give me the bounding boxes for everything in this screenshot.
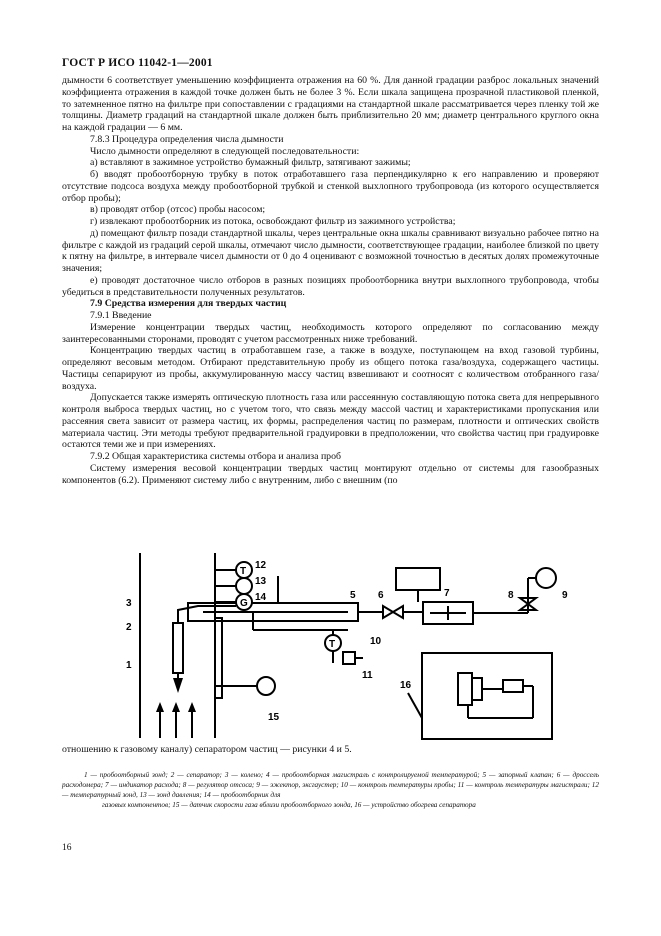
paragraph: Концентрацию твердых частиц в отработавш…: [62, 345, 599, 392]
label-12: 12: [255, 560, 267, 571]
paragraph: Систему измерения весовой концентрации т…: [62, 462, 599, 486]
paragraph: 7.9.1 Введение: [90, 310, 152, 321]
label-16: 16: [400, 680, 412, 691]
paragraph: г) извлекают пробоотборник из потока, ос…: [90, 216, 456, 227]
label-8: 8: [508, 590, 514, 601]
temperature-sensor-icon: [324, 634, 342, 652]
label-g-num: 14: [255, 592, 267, 603]
legend-line: газовых компонентов; 15 — датчик скорост…: [102, 801, 476, 809]
paragraph: е) проводят достаточное число отборов в …: [62, 274, 599, 298]
paragraph: Допускается также измерять оптическую пл…: [62, 392, 599, 451]
separator-heater: [421, 652, 553, 740]
pressure-probe-icon: [235, 577, 253, 595]
label-g: G: [240, 598, 248, 609]
paragraph: д) помещают фильтр позади стандартной шк…: [62, 227, 599, 274]
gauge-icon: [235, 593, 253, 611]
paragraph: 7.9.2 Общая характеристика системы отбор…: [90, 451, 341, 462]
figure-legend: 1 — пробоотборный зонд; 2 — сепаратор; 3…: [62, 770, 599, 810]
ejector: [535, 567, 557, 589]
line-temperature-control: [342, 651, 356, 665]
section-heading: 7.9 Средства измерения для твердых части…: [90, 298, 287, 310]
suction-regulator: [517, 597, 539, 611]
label-11: 11: [362, 670, 373, 681]
legend-line: 1 — пробоотборный зонд; 2 — сепаратор; 3…: [62, 771, 599, 799]
figure-caption: отношению к газовому каналу) сепаратором…: [62, 744, 352, 755]
separator: [172, 622, 184, 674]
label-3: 3: [126, 598, 132, 609]
label-9: 9: [562, 590, 568, 601]
label-t: T: [240, 566, 246, 577]
paragraph: дымности 6 соответствует уменьшению коэф…: [62, 75, 599, 133]
flow-indicator: [395, 567, 441, 591]
shutoff-valve: [382, 604, 404, 620]
paragraph: б) вводят пробоотборную трубку в поток о…: [62, 169, 599, 204]
sampling-system-diagram: T G T 12 13 14 3 2 1 5 6 7 8 9 10 11 15 …: [126, 553, 568, 740]
label-13: 13: [255, 576, 267, 587]
paragraph: а) вставляют в зажимное устройство бумаж…: [90, 157, 411, 169]
label-t2: T: [329, 639, 335, 650]
label-10: 10: [370, 636, 382, 647]
label-15: 15: [268, 712, 280, 723]
paragraph: Число дымности определяют в следующей по…: [90, 145, 360, 157]
label-2: 2: [126, 622, 132, 633]
label-5: 5: [350, 590, 356, 601]
document-header: ГОСТ Р ИСО 11042-1—2001: [62, 57, 213, 69]
paragraph: Измерение концентрации твердых частиц, н…: [62, 321, 599, 345]
label-6: 6: [378, 590, 384, 601]
body-text: дымности 6 соответствует уменьшению коэф…: [62, 75, 599, 486]
page-number: 16: [62, 843, 72, 853]
velocity-sensor-icon: [256, 676, 276, 696]
label-7: 7: [444, 588, 450, 599]
paragraph: в) проводят отбор (отсос) пробы насосом;: [90, 204, 266, 216]
label-1: 1: [126, 660, 132, 671]
paragraph: 7.8.3 Процедура определения числа дымнос…: [90, 133, 284, 145]
